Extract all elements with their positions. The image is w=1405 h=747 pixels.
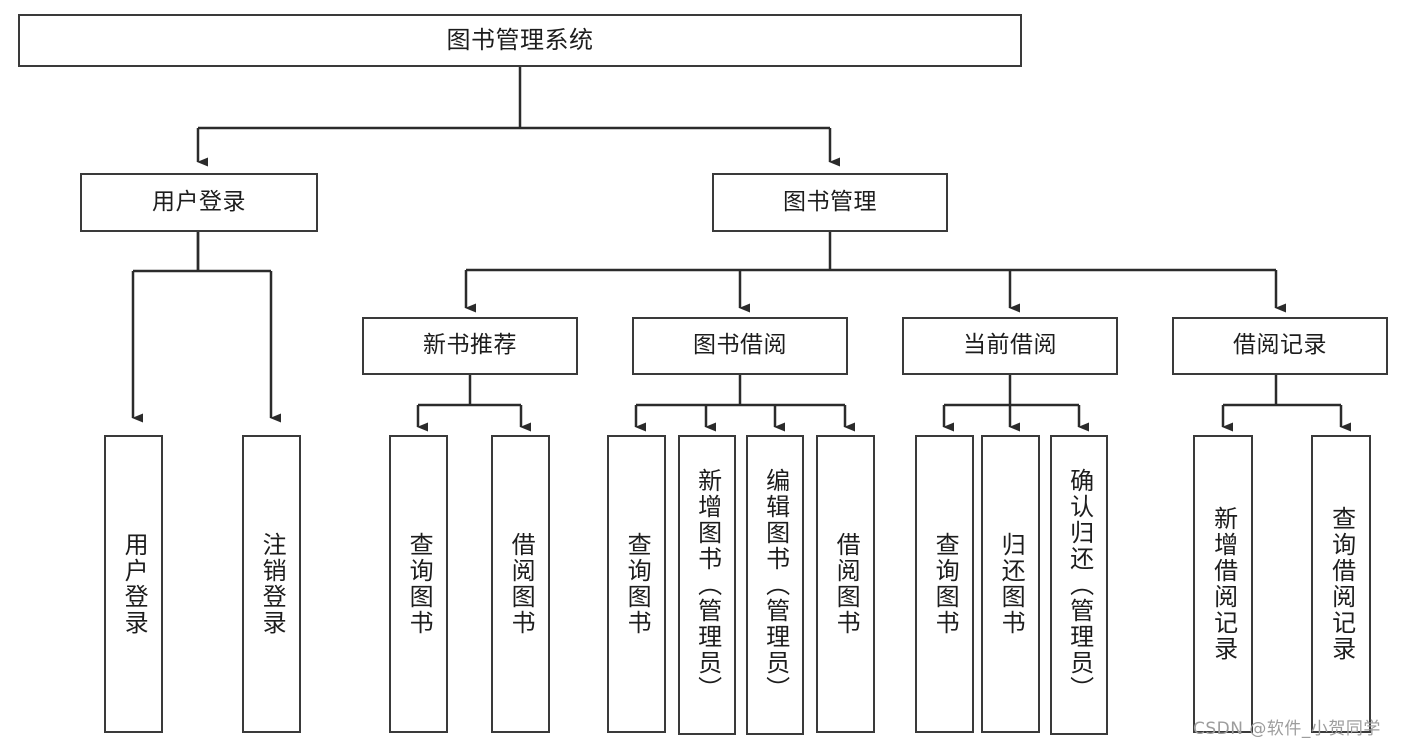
node-label: 新增借阅记录 <box>1209 506 1238 662</box>
node-label: 当前借阅 <box>963 332 1057 359</box>
leaf-query-books-borrowing[interactable]: 查询图书 <box>607 435 666 733</box>
leaf-confirm-return-admin[interactable]: 确认归还（管理员） <box>1050 435 1108 735</box>
leaf-return-books[interactable]: 归还图书 <box>981 435 1040 733</box>
leaf-borrow-books-recommendation[interactable]: 借阅图书 <box>491 435 550 733</box>
node-label: 图书借阅 <box>693 332 787 359</box>
leaf-borrow-books-borrowing[interactable]: 借阅图书 <box>816 435 875 733</box>
node-root-book-management-system[interactable]: 图书管理系统 <box>18 14 1022 67</box>
node-label: 查询图书 <box>931 532 960 636</box>
node-book-borrowing[interactable]: 图书借阅 <box>632 317 848 375</box>
node-label: 查询图书 <box>623 532 652 636</box>
node-label: 用户登录 <box>152 188 246 215</box>
leaf-logout[interactable]: 注销登录 <box>242 435 301 733</box>
node-label: 借阅图书 <box>832 532 861 636</box>
leaf-user-login[interactable]: 用户登录 <box>104 435 163 733</box>
node-borrowing-records[interactable]: 借阅记录 <box>1172 317 1388 375</box>
leaf-add-book-admin[interactable]: 新增图书（管理员） <box>678 435 736 735</box>
leaf-edit-book-admin[interactable]: 编辑图书（管理员） <box>746 435 804 735</box>
node-label: 借阅图书 <box>507 532 536 636</box>
csdn-watermark: CSDN @软件_小贺同学 <box>1193 719 1381 739</box>
leaf-add-borrow-record[interactable]: 新增借阅记录 <box>1193 435 1253 733</box>
node-book-management[interactable]: 图书管理 <box>712 173 948 232</box>
node-label: 图书管理系统 <box>446 26 594 55</box>
node-label: 图书管理 <box>783 188 877 215</box>
leaf-query-books-current[interactable]: 查询图书 <box>915 435 974 733</box>
leaf-query-books-recommendation[interactable]: 查询图书 <box>389 435 448 733</box>
node-label: 新增图书（管理员） <box>693 468 722 702</box>
node-label: 注销登录 <box>258 532 287 636</box>
node-label: 查询借阅记录 <box>1327 506 1356 662</box>
node-user-login[interactable]: 用户登录 <box>80 173 318 232</box>
node-label: 编辑图书（管理员） <box>761 468 790 702</box>
node-label: 借阅记录 <box>1233 332 1327 359</box>
node-current-borrowing[interactable]: 当前借阅 <box>902 317 1118 375</box>
node-new-book-recommendation[interactable]: 新书推荐 <box>362 317 578 375</box>
node-label: 查询图书 <box>405 532 434 636</box>
leaf-query-borrow-record[interactable]: 查询借阅记录 <box>1311 435 1371 733</box>
node-label: 确认归还（管理员） <box>1065 468 1094 702</box>
node-label: 归还图书 <box>997 532 1026 636</box>
node-label: 用户登录 <box>120 532 149 636</box>
node-label: 新书推荐 <box>423 332 517 359</box>
